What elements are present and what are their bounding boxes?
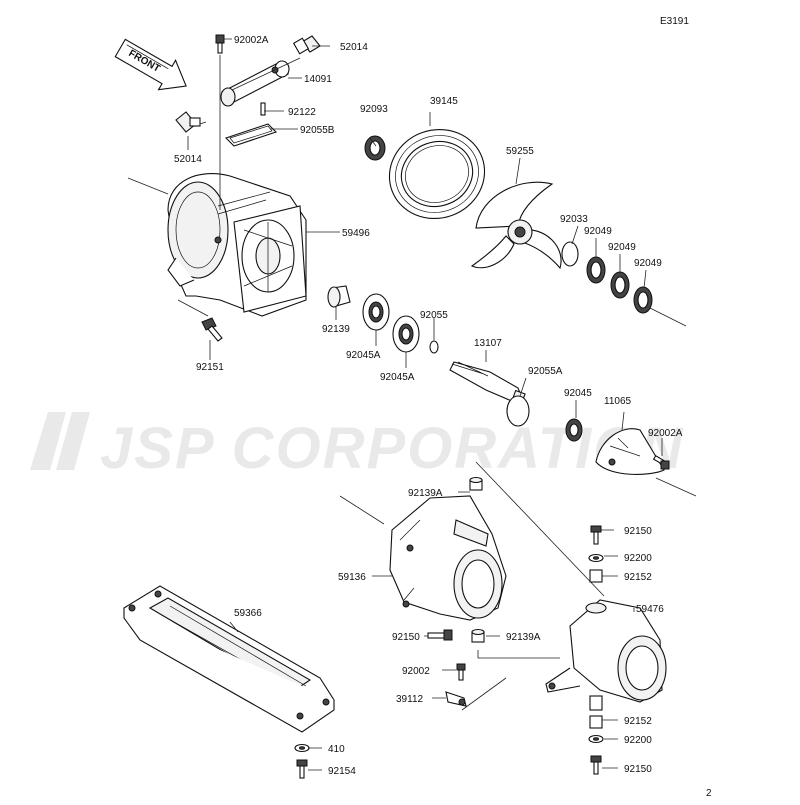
- part-92055-oring-small: [429, 340, 439, 354]
- callout-11065: 11065: [604, 396, 632, 407]
- callout-59136: 59136: [338, 572, 366, 583]
- part-59476-steering-nozzle: [545, 599, 667, 711]
- callout-92045A-b: 92045A: [380, 372, 415, 383]
- callout-59366: 59366: [234, 608, 262, 619]
- part-92150-bolt-left: [427, 629, 453, 641]
- callout-92152-a: 92152: [624, 572, 652, 583]
- watermark-text: JSP CORPORATION: [100, 416, 684, 481]
- part-92150-bolt-c: [590, 755, 602, 775]
- callout-13107: 13107: [474, 338, 502, 349]
- part-92152-collar-b: [589, 715, 603, 729]
- part-59496-pump-housing: [167, 173, 307, 317]
- part-92002A-bolt-top: [215, 34, 225, 54]
- callout-92055: 92055: [420, 310, 448, 321]
- leader-lines: [127, 38, 697, 771]
- callout-92152-b: 92152: [624, 716, 652, 727]
- callout-410: 410: [328, 744, 345, 755]
- part-11065-cone: [595, 428, 665, 475]
- part-92122-pin: [260, 102, 266, 116]
- part-92152-collar-a: [589, 569, 603, 583]
- callout-labels: 92002A 52014 14091 92122 92055B 52014 92…: [174, 35, 683, 777]
- callout-92049-b: 92049: [608, 242, 636, 253]
- callout-92093: 92093: [360, 104, 388, 115]
- part-92049-seal-b: [610, 271, 630, 299]
- part-92139A-bushing-bottom: [471, 628, 485, 643]
- part-92045A-bearing-a: [362, 293, 390, 331]
- callout-14091: 14091: [304, 74, 332, 85]
- part-92200-washer-b: [588, 734, 604, 744]
- part-92045-bearing: [565, 418, 583, 442]
- part-39112-lever: [445, 691, 467, 707]
- part-92093-cap: [364, 135, 386, 161]
- callout-92139A-top: 92139A: [408, 488, 443, 499]
- callout-92002: 92002: [402, 666, 430, 677]
- front-arrow-icon: [114, 38, 187, 91]
- callout-92055B: 92055B: [300, 125, 335, 136]
- callout-92049-a: 92049: [584, 226, 612, 237]
- callout-92150-b: 92150: [392, 632, 420, 643]
- part-59255-impeller: [470, 181, 562, 270]
- callout-92122: 92122: [288, 107, 316, 118]
- callout-92200-a: 92200: [624, 553, 652, 564]
- callout-92200-b: 92200: [624, 735, 652, 746]
- callout-92154: 92154: [328, 766, 356, 777]
- callout-92055A: 92055A: [528, 366, 563, 377]
- callout-92002A-right: 92002A: [648, 428, 683, 439]
- callout-59476: 59476: [636, 604, 664, 615]
- part-52014-fitting-top: [292, 35, 321, 55]
- part-92150-bolt-a: [590, 525, 602, 545]
- part-92154-bolt: [296, 759, 308, 779]
- corner-mark: 2: [706, 788, 712, 799]
- part-92049-seal-a: [586, 256, 606, 284]
- part-52014-fitting-left: [175, 111, 201, 133]
- part-92055A-oring: [506, 395, 530, 427]
- part-92139A-bushing-top: [469, 476, 483, 491]
- part-92055B-gasket: [224, 123, 278, 147]
- callout-92049-c: 92049: [634, 258, 662, 269]
- callout-92150-c: 92150: [624, 764, 652, 775]
- callout-92150-a: 92150: [624, 526, 652, 537]
- callout-92139A-b: 92139A: [506, 632, 541, 643]
- callout-92033: 92033: [560, 214, 588, 225]
- callout-59255: 59255: [506, 146, 534, 157]
- part-14091-pipe: [220, 60, 290, 107]
- part-92049-seal-c: [633, 286, 653, 314]
- callout-39145: 39145: [430, 96, 458, 107]
- part-92151-bolt: [201, 317, 223, 342]
- callout-92045: 92045: [564, 388, 592, 399]
- callout-52014-top: 52014: [340, 42, 368, 53]
- part-92033-circlip: [561, 241, 579, 267]
- callout-52014-left: 52014: [174, 154, 202, 165]
- callout-92002A-top: 92002A: [234, 35, 269, 46]
- callout-92139: 92139: [322, 324, 350, 335]
- callout-39112: 39112: [396, 694, 424, 705]
- part-410-washer: [294, 743, 310, 753]
- part-92002A-bolt-right: [652, 455, 670, 470]
- callout-92151: 92151: [196, 362, 224, 373]
- part-92002-bolt: [456, 663, 466, 681]
- callout-59496: 59496: [342, 228, 370, 239]
- part-92200-washer-a: [588, 553, 604, 563]
- part-39145-wear-ring: [388, 128, 486, 220]
- callout-92045A-a: 92045A: [346, 350, 381, 361]
- part-13107-shaft: [449, 361, 526, 403]
- diagram-code: E3191: [660, 16, 689, 27]
- part-59366-plate: [123, 585, 335, 733]
- part-59136-nozzle: [389, 495, 507, 621]
- watermark: JSP CORPORATION: [30, 412, 684, 481]
- part-92045A-bearing-b: [392, 315, 420, 353]
- part-92139-bushing: [327, 285, 351, 308]
